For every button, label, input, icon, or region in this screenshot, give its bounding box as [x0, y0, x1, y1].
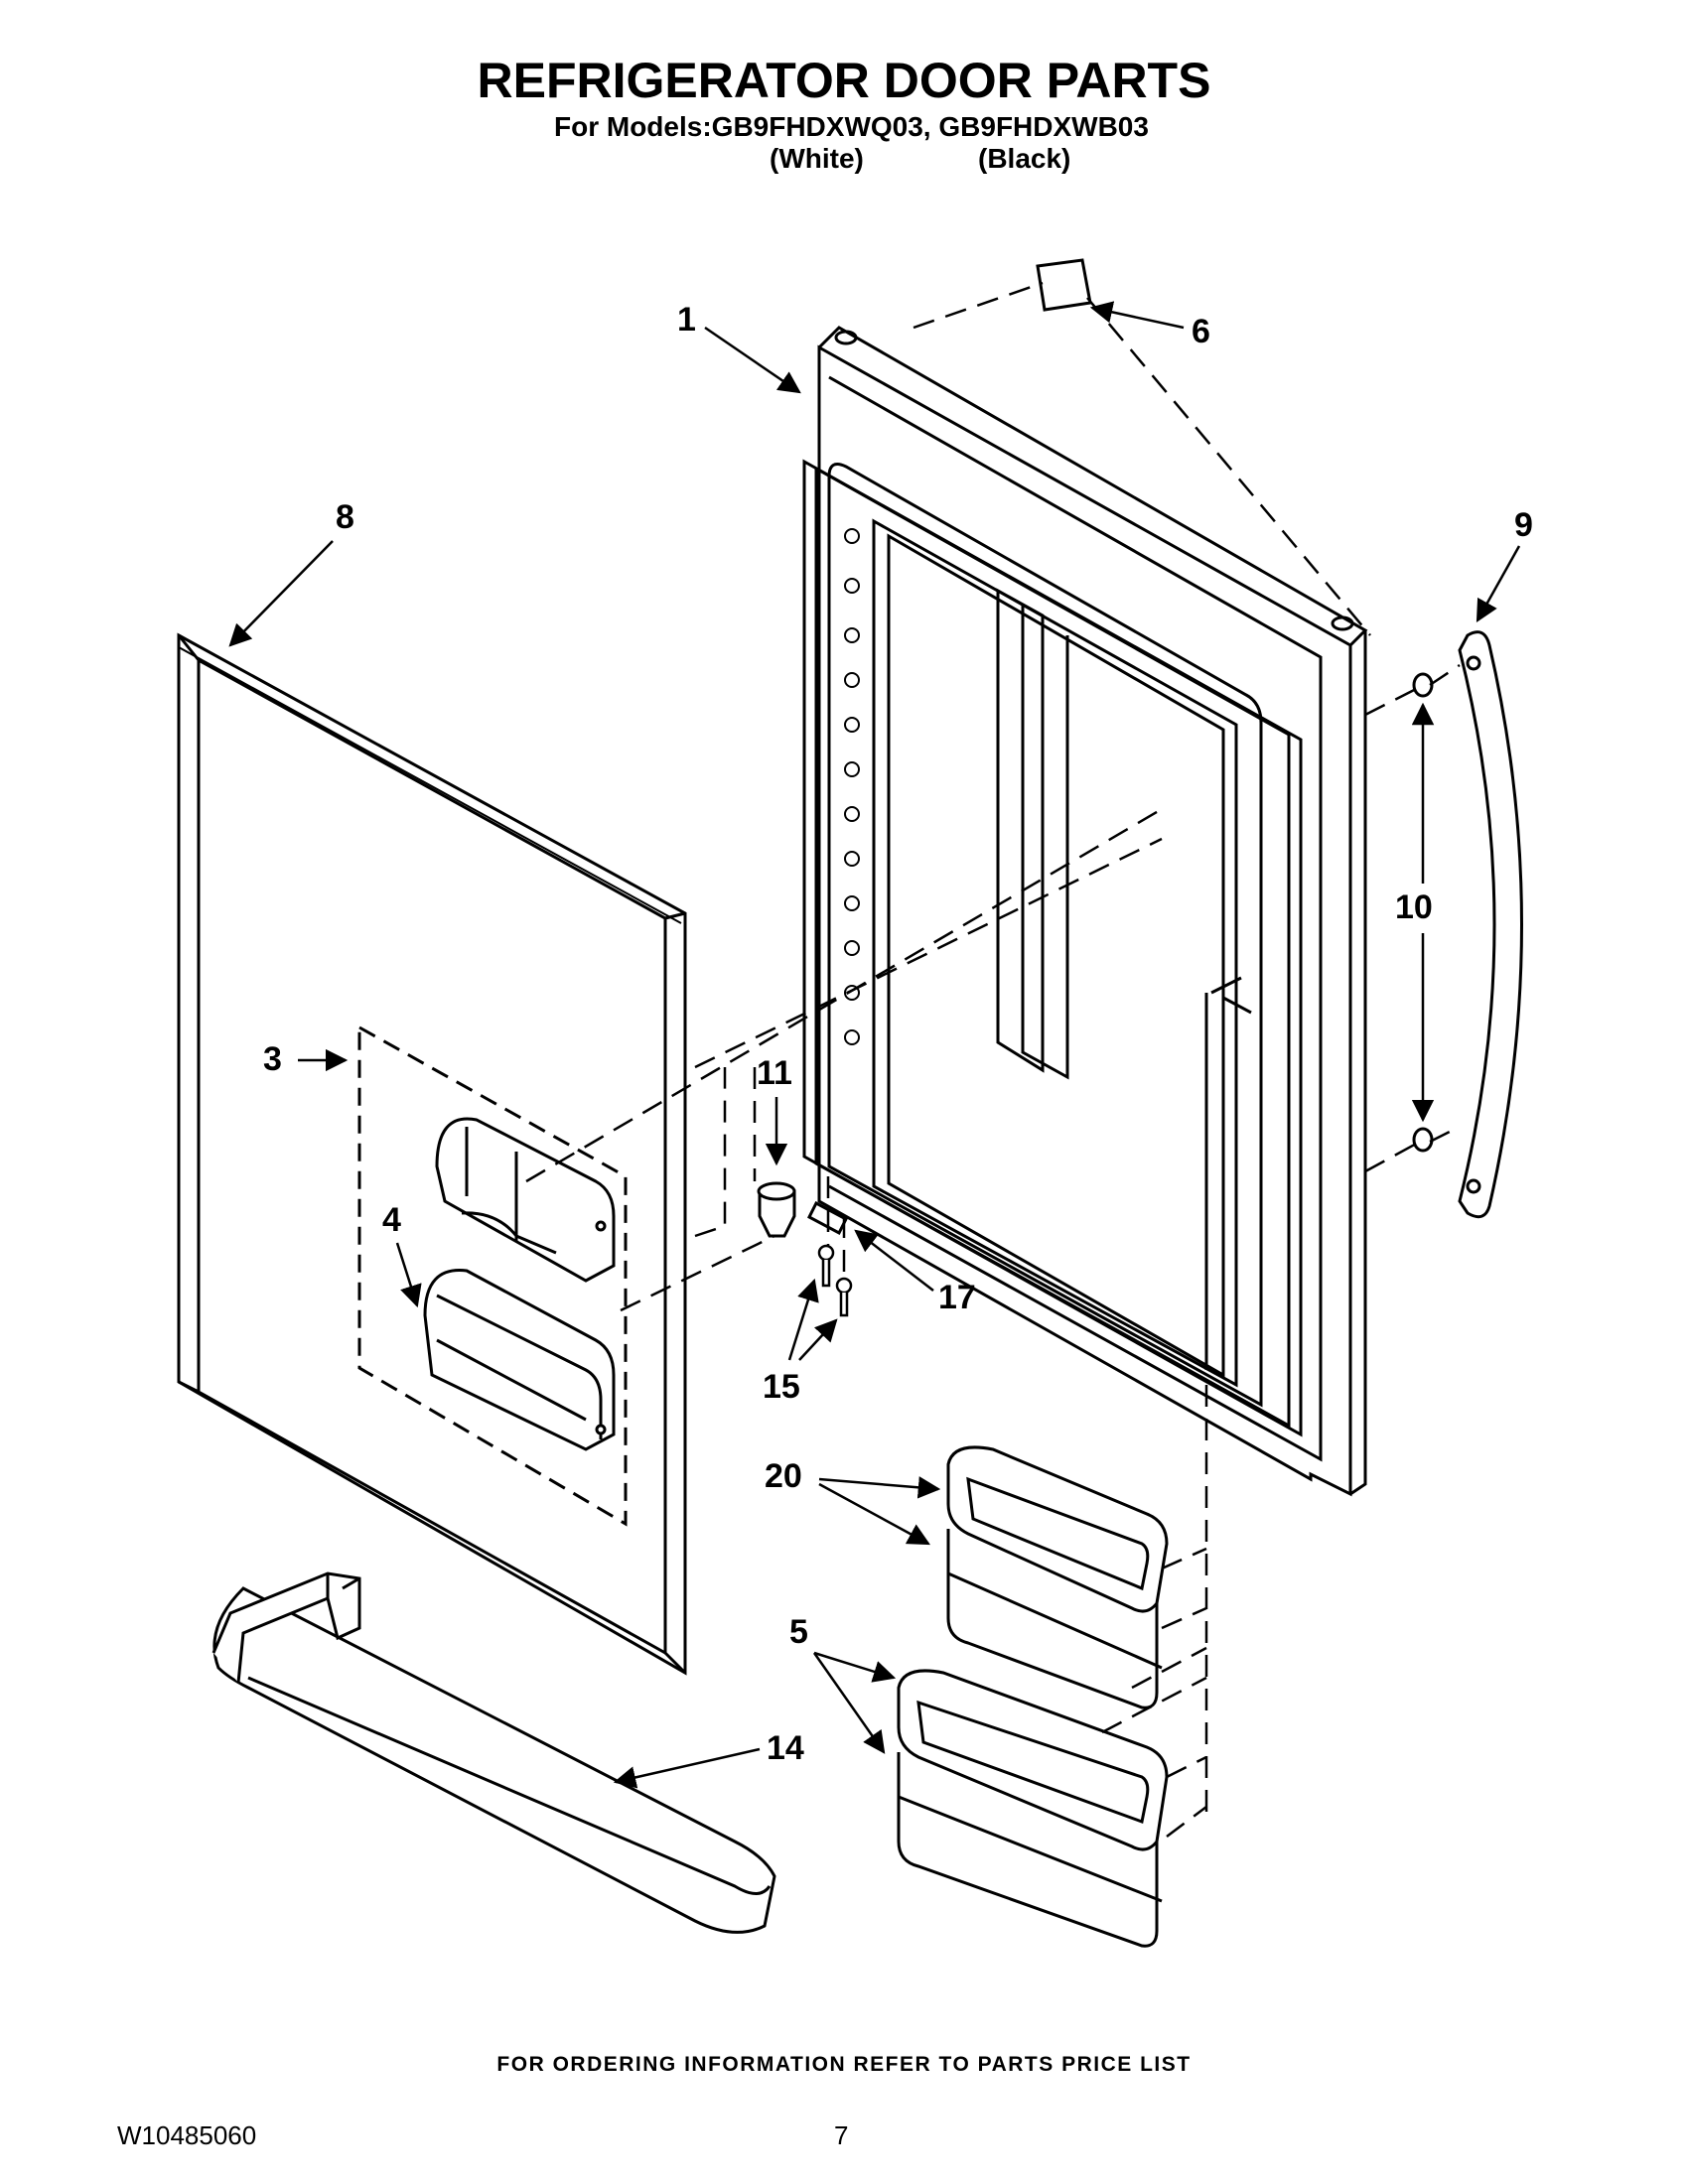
svg-text:14: 14: [767, 1729, 804, 1767]
door-handle: [1458, 630, 1523, 1219]
door-label-sticker: [1036, 258, 1092, 312]
refrigerator-door: [802, 326, 1368, 1497]
callout-10: 10: [1395, 702, 1435, 1123]
svg-text:6: 6: [1192, 313, 1210, 350]
bracket-screws: [817, 1244, 853, 1317]
callout-11: 11: [757, 1054, 792, 1166]
callout-6: 6: [1089, 301, 1210, 350]
svg-text:5: 5: [789, 1613, 808, 1651]
callout-8: 8: [228, 498, 354, 647]
callout-5: 5: [789, 1613, 897, 1754]
svg-text:1: 1: [677, 301, 696, 339]
svg-text:3: 3: [263, 1040, 282, 1078]
door-bins-lower: [897, 1669, 1169, 1948]
door-liner-panel: [177, 632, 687, 1676]
shelf-peg-column: [844, 528, 860, 1045]
callout-14: 14: [613, 1729, 804, 1789]
page-title: REFRIGERATOR DOOR PARTS: [477, 53, 1211, 108]
callout-4: 4: [382, 1201, 422, 1308]
callout-1: 1: [677, 301, 801, 394]
door-stop-bushing: [757, 1181, 796, 1238]
dispenser-housing: [435, 1117, 616, 1283]
svg-text:4: 4: [382, 1201, 401, 1239]
callout-17: 17: [854, 1229, 976, 1316]
door-bins-upper: [946, 1445, 1169, 1709]
svg-text:11: 11: [757, 1054, 792, 1092]
svg-text:9: 9: [1514, 506, 1533, 544]
drip-tray: [423, 1269, 616, 1451]
page-number: 7: [834, 2120, 849, 2150]
document-id: W10485060: [117, 2120, 257, 2150]
svg-text:10: 10: [1395, 888, 1433, 926]
callout-9: 9: [1476, 506, 1533, 622]
dashed-assembly-lines: [525, 281, 1461, 1838]
color-white-label: (White): [770, 143, 864, 174]
svg-text:15: 15: [763, 1368, 800, 1406]
callout-20: 20: [765, 1457, 941, 1546]
models-line: For Models:GB9FHDXWQ03, GB9FHDXWB03: [554, 111, 1149, 142]
bottom-bin: [211, 1571, 776, 1934]
svg-text:20: 20: [765, 1457, 802, 1495]
dispenser-group-outline: [357, 1024, 628, 1527]
color-black-label: (Black): [978, 143, 1071, 174]
callout-3: 3: [263, 1040, 349, 1078]
svg-text:17: 17: [938, 1279, 976, 1316]
svg-text:8: 8: [336, 498, 354, 536]
ordering-info-note: FOR ORDERING INFORMATION REFER TO PARTS …: [496, 2053, 1192, 2076]
callout-15: 15: [763, 1278, 838, 1406]
